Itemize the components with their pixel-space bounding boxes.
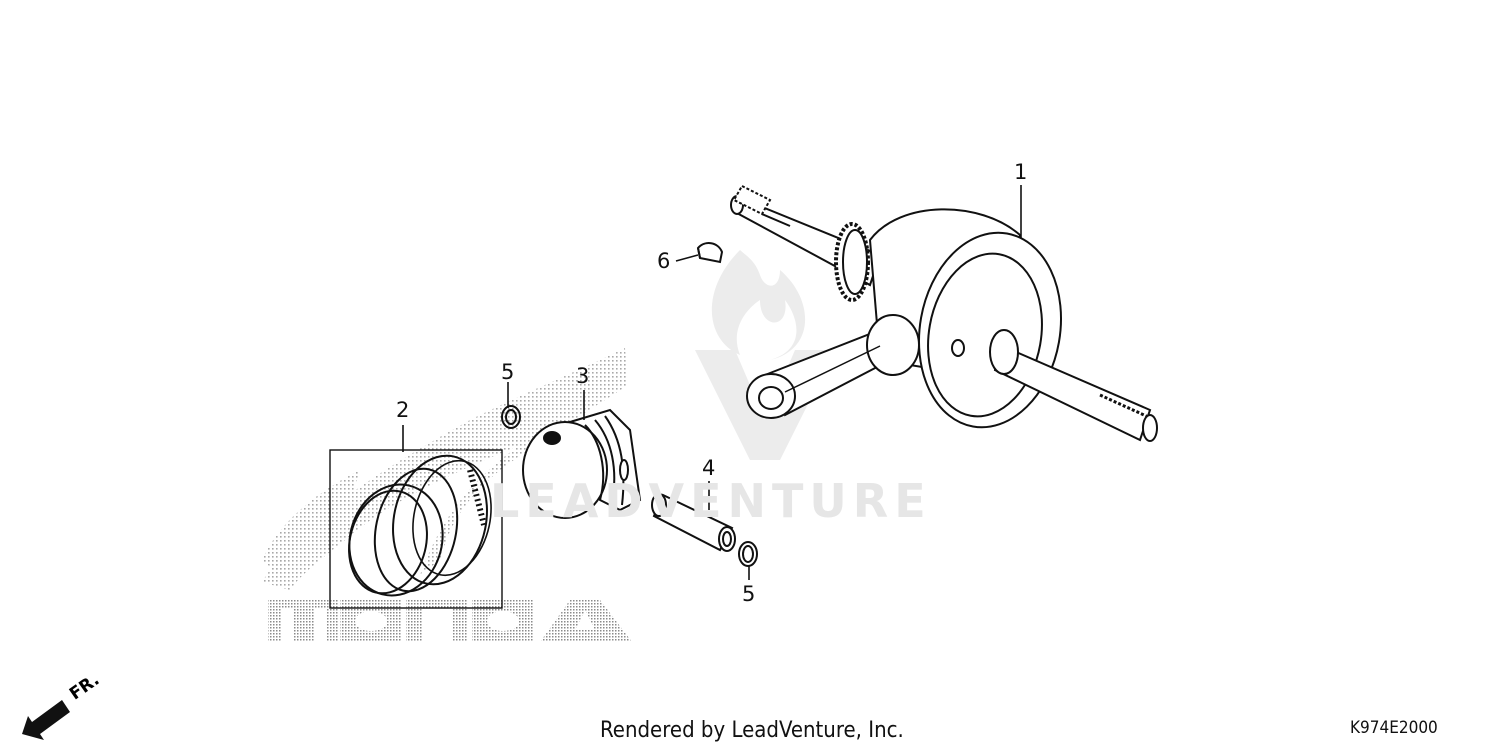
callout-5-lower: 5 xyxy=(742,582,756,606)
diagram-code: K974E2000 xyxy=(1350,718,1438,738)
callout-1: 1 xyxy=(1014,160,1028,184)
honda-wing-logo xyxy=(262,348,628,590)
callout-5-upper: 5 xyxy=(501,360,515,384)
callout-6: 6 xyxy=(657,249,671,273)
crankshaft xyxy=(730,184,1158,442)
honda-logo-letters xyxy=(268,600,632,642)
piston xyxy=(522,408,642,519)
callout-4: 4 xyxy=(702,456,716,480)
callout-2: 2 xyxy=(396,398,410,422)
front-direction-arrow-icon xyxy=(22,700,70,740)
piston-ring-set xyxy=(329,449,503,609)
piston-pin-clip-lower xyxy=(738,541,758,567)
callout-3: 3 xyxy=(576,364,590,388)
watermark-text: LEADVENTURE xyxy=(490,474,932,528)
piston-pin-clip-upper xyxy=(501,405,521,429)
rendered-by-text: Rendered by LeadVenture, Inc. xyxy=(600,718,904,743)
piston-pin xyxy=(651,493,736,552)
callout-leader-lines xyxy=(402,185,1022,580)
woodruff-key xyxy=(696,242,724,264)
